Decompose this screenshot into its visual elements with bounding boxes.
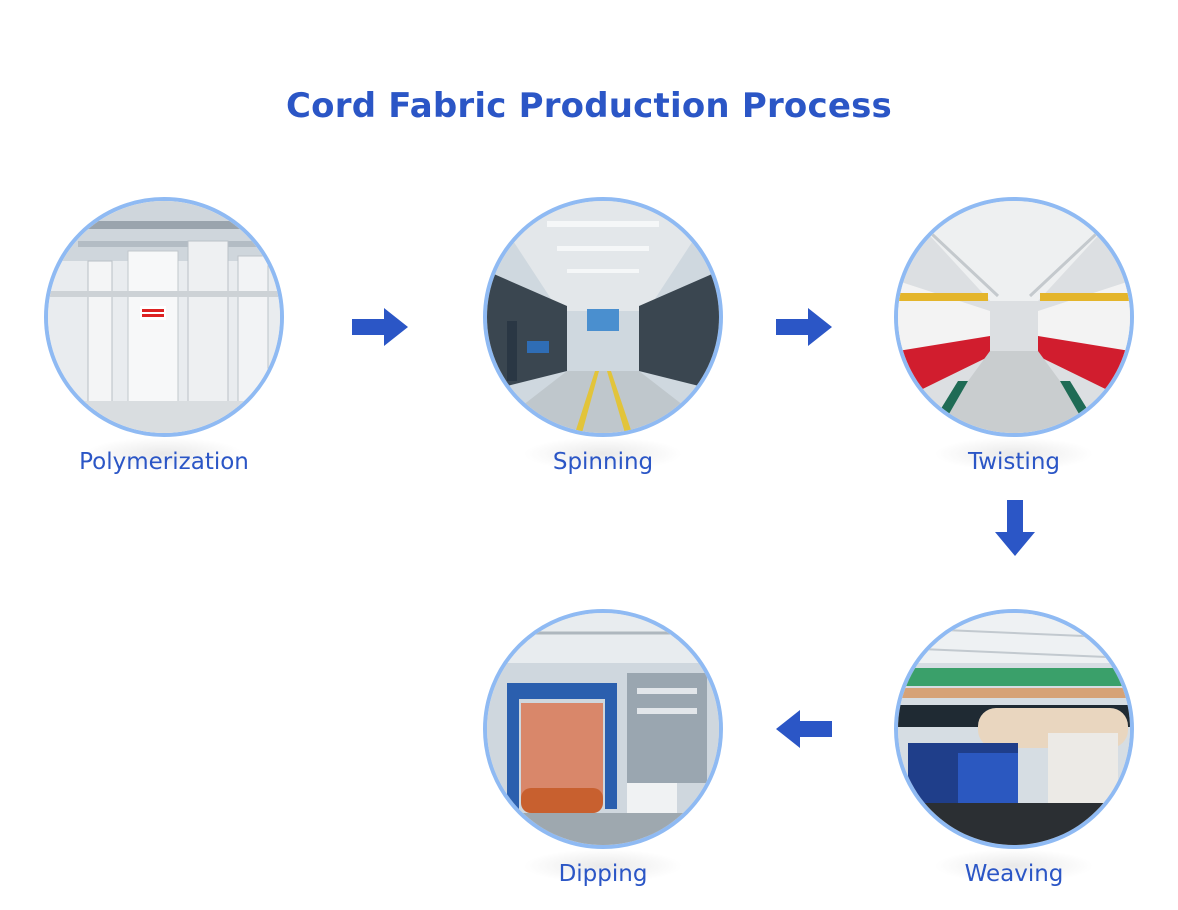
step-label-dipping: Dipping bbox=[558, 861, 648, 887]
twisting-machines-photo bbox=[894, 197, 1134, 437]
polymerization-plant-photo bbox=[44, 197, 284, 437]
step-shadow bbox=[934, 849, 1094, 883]
arrow-left-icon bbox=[776, 710, 832, 748]
page-title: Cord Fabric Production Process bbox=[286, 86, 892, 126]
step-label-polymerization: Polymerization bbox=[79, 449, 249, 475]
step-weaving: Weaving bbox=[894, 609, 1134, 899]
step-spinning: Spinning bbox=[483, 197, 723, 487]
step-label-weaving: Weaving bbox=[964, 861, 1064, 887]
weaving-loom-photo bbox=[894, 609, 1134, 849]
step-shadow bbox=[523, 437, 683, 471]
arrow-right-icon bbox=[776, 308, 832, 346]
step-polymerization: Polymerization bbox=[44, 197, 284, 487]
step-twisting: Twisting bbox=[894, 197, 1134, 487]
step-dipping: Dipping bbox=[483, 609, 723, 899]
spinning-hall-photo bbox=[483, 197, 723, 437]
step-shadow bbox=[934, 437, 1094, 471]
step-shadow bbox=[523, 849, 683, 883]
arrow-right-icon bbox=[352, 308, 408, 346]
arrow-down-icon bbox=[995, 500, 1035, 556]
dipping-line-photo bbox=[483, 609, 723, 849]
step-label-twisting: Twisting bbox=[967, 449, 1060, 475]
step-label-spinning: Spinning bbox=[552, 449, 654, 475]
step-shadow bbox=[84, 437, 244, 471]
